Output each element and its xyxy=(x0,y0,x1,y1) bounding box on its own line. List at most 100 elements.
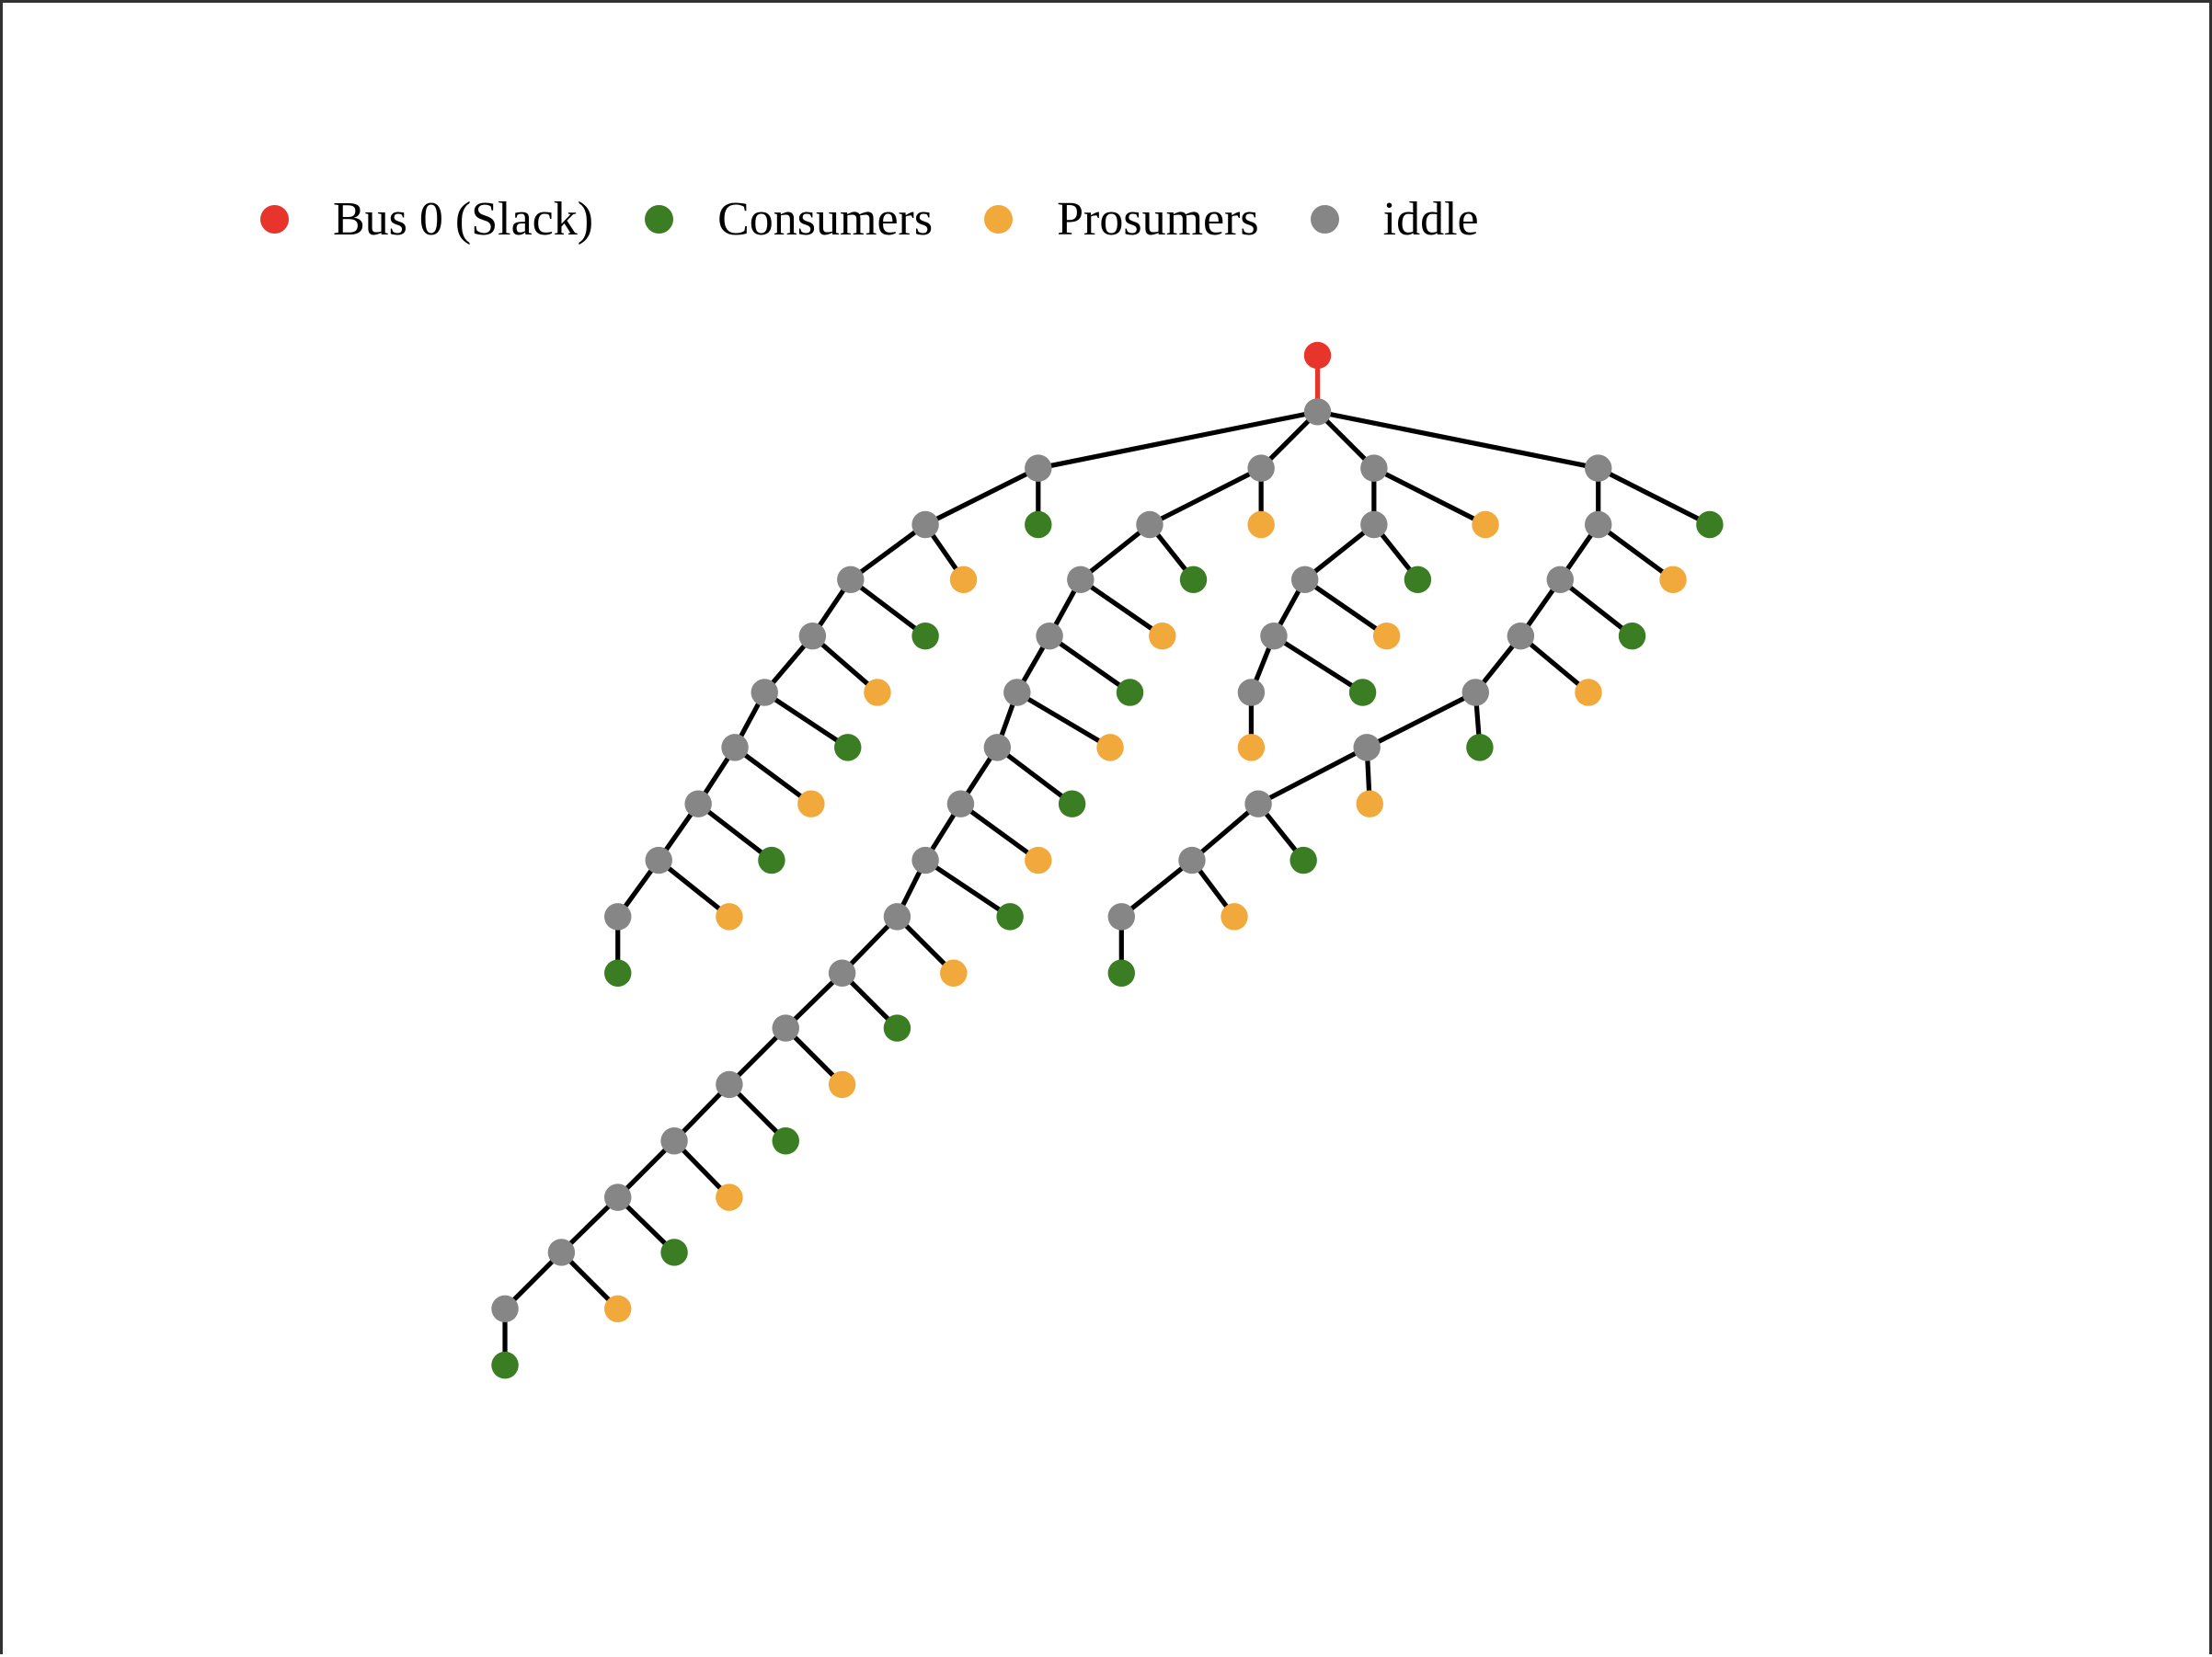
legend-label-consumers: Consumers xyxy=(717,192,934,246)
line-edge xyxy=(1271,634,1366,695)
idle-bus-node xyxy=(721,734,749,761)
idle-bus-node xyxy=(1003,679,1031,706)
idle-bus-node xyxy=(604,903,632,931)
idle-bus-node xyxy=(1025,454,1052,482)
idle-bus-node xyxy=(1136,510,1163,539)
network-nodes xyxy=(491,341,1724,1379)
line-edge xyxy=(732,745,814,806)
slack-bus-marker-icon xyxy=(260,204,289,234)
consumer-node xyxy=(1107,959,1136,987)
prosumer-node xyxy=(1096,734,1124,761)
prosumer-node xyxy=(1659,566,1687,594)
consumer-node xyxy=(883,1014,911,1042)
idle-bus-node xyxy=(1290,566,1319,594)
consumer-node xyxy=(1404,566,1432,594)
line-edge xyxy=(1189,801,1261,863)
line-edge xyxy=(656,857,732,920)
prosumer-node xyxy=(1575,679,1602,706)
idle-bus-node xyxy=(751,679,778,706)
idle-bus-node xyxy=(1461,679,1490,706)
idle-bus-node xyxy=(1507,622,1535,650)
consumer-node xyxy=(1466,734,1494,761)
idle-bus-node xyxy=(1247,454,1275,482)
idle-bus-node xyxy=(1260,622,1288,650)
line-edge xyxy=(957,801,1041,863)
idle-bus-node xyxy=(1237,679,1266,706)
idle-bus-node xyxy=(491,1295,519,1323)
idle-bus-node xyxy=(1585,510,1612,539)
legend-label-slack: Bus 0 (Slack) xyxy=(333,192,594,246)
idle-bus-node xyxy=(1303,398,1332,426)
idle-bus-node xyxy=(828,959,856,987)
consumer-node xyxy=(604,959,632,987)
idle-bus-node xyxy=(684,790,712,817)
idle-bus-node xyxy=(645,846,672,874)
line-edge xyxy=(1557,577,1635,639)
line-edge xyxy=(1596,465,1713,528)
consumer-node xyxy=(834,734,862,761)
consumer-node xyxy=(1116,679,1144,706)
prosumer-marker-icon xyxy=(984,204,1014,234)
line-edge xyxy=(762,690,851,750)
prosumer-node xyxy=(949,566,978,594)
line-edge xyxy=(1314,409,1601,471)
line-edge xyxy=(695,801,774,863)
legend-label-prosumers: Prosumers xyxy=(1057,192,1259,246)
line-edge xyxy=(1014,690,1113,750)
line-edge xyxy=(1302,521,1377,582)
consumer-node xyxy=(911,622,939,650)
idle-bus-node xyxy=(1546,566,1575,594)
prosumer-node xyxy=(716,1183,743,1211)
idle-bus-node xyxy=(1360,454,1388,482)
idle-bus-node xyxy=(1585,454,1612,482)
line-edge xyxy=(1078,577,1165,639)
legend-item-slack: Bus 0 (Slack) xyxy=(260,192,593,246)
idle-bus-node xyxy=(1036,622,1063,650)
line-edge xyxy=(1047,634,1133,695)
idle-marker-icon xyxy=(1310,204,1339,234)
line-edge xyxy=(1302,577,1390,639)
prosumer-node xyxy=(1149,622,1176,650)
idle-bus-node xyxy=(1067,566,1095,594)
consumer-node xyxy=(1348,679,1377,706)
idle-bus-node xyxy=(1107,903,1136,931)
line-edge xyxy=(1036,409,1321,471)
legend: Bus 0 (Slack) Consumers Prosumers iddle xyxy=(260,182,1530,256)
idle-bus-node xyxy=(798,622,827,650)
slack-bus-node xyxy=(1303,341,1332,370)
network-tree-diagram xyxy=(491,341,1724,1379)
idle-bus-node xyxy=(946,790,975,817)
prosumer-node xyxy=(1356,790,1383,817)
prosumer-node xyxy=(828,1070,856,1099)
legend-item-consumers: Consumers xyxy=(645,192,933,246)
idle-bus-node xyxy=(604,1183,632,1211)
line-edge xyxy=(1255,745,1370,806)
line-edge xyxy=(994,745,1075,806)
consumer-node xyxy=(1696,510,1724,539)
consumer-node xyxy=(1058,790,1086,817)
idle-bus-node xyxy=(547,1239,576,1266)
idle-bus-node xyxy=(660,1127,688,1155)
idle-bus-node xyxy=(883,903,911,931)
line-edge xyxy=(1596,521,1676,582)
consumer-node xyxy=(758,846,785,874)
idle-bus-node xyxy=(772,1014,799,1042)
line-edge xyxy=(848,521,928,582)
line-edge xyxy=(809,634,880,695)
prosumer-node xyxy=(1025,846,1052,874)
idle-bus-node xyxy=(983,734,1012,761)
prosumer-node xyxy=(1472,510,1499,539)
idle-bus-node xyxy=(1360,510,1388,539)
prosumer-node xyxy=(604,1295,632,1323)
legend-item-prosumers: Prosumers xyxy=(984,192,1259,246)
prosumer-node xyxy=(864,679,891,706)
idle-bus-node xyxy=(911,846,939,874)
consumer-node xyxy=(491,1351,519,1379)
prosumer-node xyxy=(1247,510,1275,539)
line-edge xyxy=(848,577,928,639)
consumer-node xyxy=(660,1239,688,1266)
idle-bus-node xyxy=(911,510,939,539)
prosumer-node xyxy=(940,959,968,987)
consumer-marker-icon xyxy=(645,204,674,234)
line-edge xyxy=(1371,465,1488,528)
